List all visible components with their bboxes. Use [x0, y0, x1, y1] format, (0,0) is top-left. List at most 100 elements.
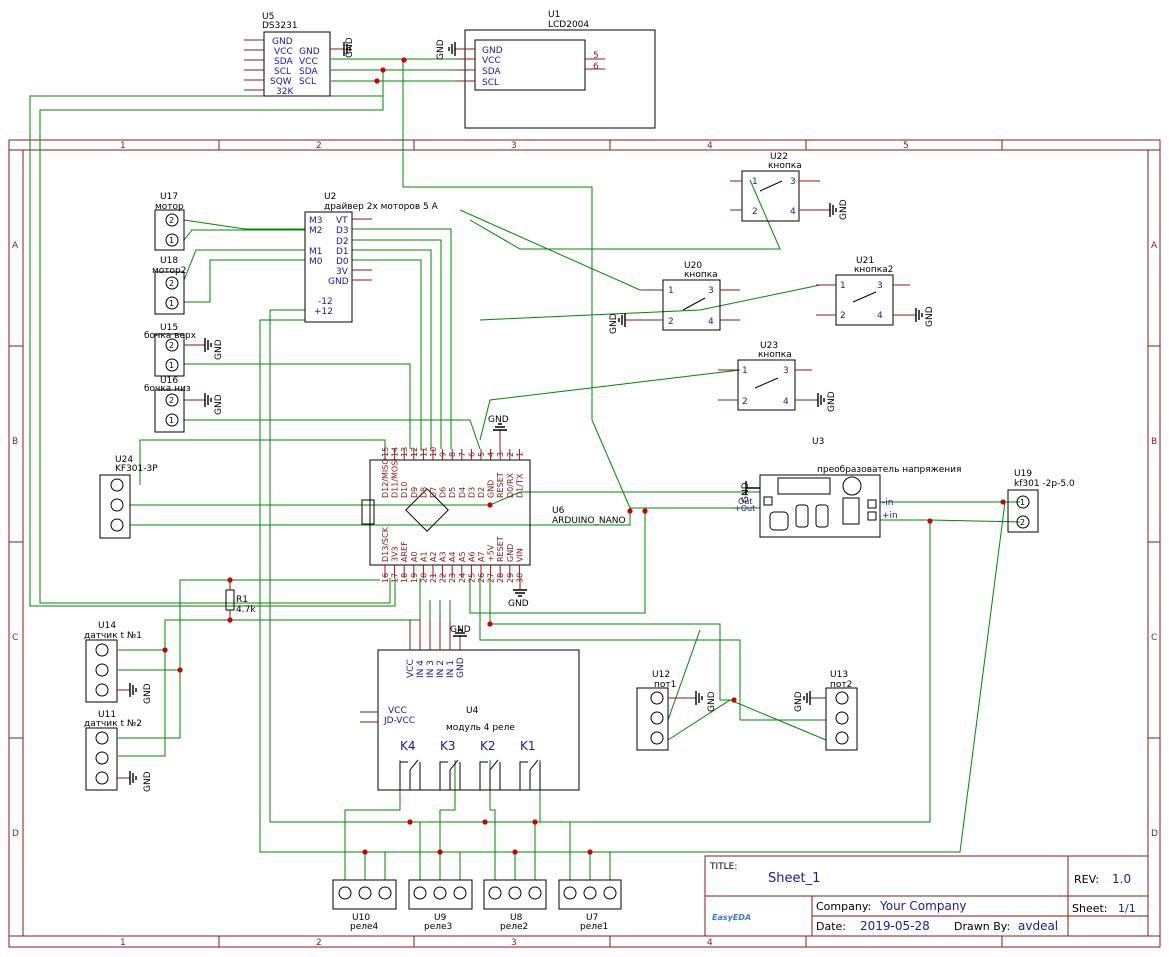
u18-name: мотор2	[152, 266, 186, 276]
company-value: Your Company	[879, 899, 967, 913]
u5-pin-scl-l: SCL	[274, 67, 291, 77]
u4-name: модуль 4 реле	[446, 723, 515, 733]
drawn-by-label: Drawn By:	[954, 920, 1010, 933]
u6-bottom-pin-label: RESET	[496, 536, 505, 562]
u6-bottom-pin-num: 21	[429, 573, 438, 583]
component-u19[interactable]: 1 2 U19 kf301 -2p-5.0	[1007, 469, 1075, 533]
u1-pin-5: 5	[593, 51, 599, 61]
u2-pin-m0: M0	[309, 257, 323, 267]
u16-name: бочка низ	[144, 384, 191, 394]
u21-ref: U21	[856, 256, 874, 266]
u6-top-pin-label: D11/MOSI	[391, 458, 400, 498]
u22-pin-1: 1	[752, 177, 758, 187]
date-label: Date:	[816, 920, 846, 933]
component-u7[interactable]: U7 реле1	[558, 879, 622, 932]
u6-bottom-pin-label: A1	[419, 551, 428, 562]
u12-ref: U12	[652, 670, 670, 680]
u1-name: LCD2004	[548, 20, 589, 30]
component-u4[interactable]: U4 модуль 4 реле VCC IN 4 IN 3 IN 2 IN 1…	[360, 620, 580, 791]
u20-pin-4: 4	[708, 317, 714, 327]
component-u2[interactable]: U2 драйвер 2х моторов 5 А M3 M2 M1 M0 -1…	[304, 192, 439, 323]
u1-pin-gnd: GND	[482, 46, 503, 56]
gnd-symbol-u23: GND	[817, 391, 837, 412]
u6-top-pin-num: 10	[429, 447, 438, 457]
r1-ref: R1	[236, 595, 248, 605]
u13-name: пот2	[830, 680, 852, 690]
gnd-symbol-u20: GND	[609, 313, 626, 334]
u6-bottom-pin-num: 18	[400, 573, 409, 583]
u22-pin-4: 4	[790, 207, 796, 217]
sheet-label: Sheet:	[1072, 902, 1108, 915]
u6-bottom-pin-label: A7	[477, 551, 486, 562]
u12-name: пот1	[654, 680, 676, 690]
component-u1[interactable]: U1 LCD2004 GND VCC SDA SCL 5 6	[455, 10, 656, 129]
component-u10[interactable]: U10 реле4	[332, 879, 397, 932]
component-u21[interactable]: 1 2 3 4 U21 кнопка2	[816, 256, 916, 326]
component-u24[interactable]: U24 KF301-3P	[99, 455, 158, 539]
u6-name: ARDUINO_NANO	[552, 516, 626, 526]
company-label: Company:	[816, 900, 871, 913]
gnd-symbol-u5: GND	[343, 37, 355, 58]
gnd-symbol-u1: GND	[436, 39, 456, 60]
gnd-symbol-u15: GND	[184, 338, 224, 360]
component-u8[interactable]: U8 реле2	[483, 879, 547, 932]
rev-label: REV:	[1074, 873, 1099, 886]
component-u13[interactable]: U13 пот2	[825, 670, 858, 751]
component-u11[interactable]: U11 датчик t №2	[84, 710, 142, 791]
u7-ref: U7	[586, 913, 598, 923]
u14-name: датчик t №1	[84, 631, 142, 641]
u2-pin-m1: M1	[309, 247, 323, 257]
u15-name: бочка верх	[144, 331, 197, 341]
component-u20[interactable]: 1 2 3 4 U20 кнопка	[625, 261, 740, 331]
component-u5[interactable]: U5 DS3231 GND VCC SDA SCL SQW 32K GND VC…	[244, 12, 344, 97]
u6-top-pin-label: D9	[410, 487, 419, 498]
u6-bottom-pin-num: 23	[448, 573, 457, 583]
component-u14[interactable]: U14 датчик t №1	[84, 621, 142, 703]
u4-pin-in2: IN 2	[436, 660, 446, 678]
u1-pin-scl: SCL	[482, 78, 499, 88]
date-value: 2019-05-28	[860, 919, 930, 933]
gnd-label: GND	[707, 691, 717, 712]
u5-name: DS3231	[262, 21, 298, 31]
u23-name: кнопка	[758, 350, 792, 360]
u6-top-pin-num: 4	[487, 452, 496, 457]
component-u22[interactable]: 1 2 3 4 U22 кнопка	[730, 152, 830, 222]
gnd-label: GND	[839, 199, 849, 220]
component-u3[interactable]: U3 преобразователь напряжения Out +Out -…	[734, 437, 961, 538]
u1-ref: U1	[548, 10, 560, 20]
component-u18[interactable]: 2 1 U18 мотор2	[152, 256, 186, 315]
u6-top-pin-label: D6	[439, 487, 448, 498]
u15-pin-1: 1	[169, 361, 174, 370]
u6-bottom-pin-label: A4	[448, 551, 457, 562]
sheet-value: 1/1	[1118, 902, 1136, 915]
u5-pin-gnd-r: GND	[299, 47, 320, 57]
gnd-label: GND	[143, 683, 153, 704]
component-u23[interactable]: 1 2 3 4 U23 кнопка	[718, 341, 818, 411]
component-u6[interactable]: U6 ARDUINO_NANO 15D12/MISO14D11/MOSI13D1…	[361, 447, 626, 583]
component-u9[interactable]: U9 реле3	[408, 879, 473, 932]
u6-bottom-pin-label: A2	[429, 551, 438, 562]
u20-pin-3: 3	[708, 286, 714, 296]
u6-top-pin-num: 11	[419, 447, 428, 457]
u6-top-pin-num: 7	[458, 452, 467, 457]
gnd-symbol-u13: GND	[794, 691, 826, 712]
u4-pin-in1: IN 1	[446, 660, 456, 678]
u6-bottom-pin-label: AREF	[400, 541, 409, 562]
component-r1[interactable]: R1 4.7k	[225, 580, 256, 620]
u6-bottom-pin-label: A6	[467, 551, 476, 562]
u6-top-pin-num: 3	[496, 452, 505, 457]
component-u17[interactable]: 2 1 U17 мотор	[154, 192, 185, 251]
u2-pin-m3: M3	[309, 216, 323, 226]
u6-top-pin-num: 14	[391, 447, 400, 457]
u4-pin-gnd: GND	[456, 657, 466, 678]
u2-pin-gnd: GND	[328, 277, 349, 287]
u3-pin-plus-out: +Out	[734, 504, 755, 513]
gnd-label: GND	[609, 313, 619, 334]
component-u12[interactable]: U12 пот1	[636, 670, 676, 751]
u6-bottom-pin-num: 29	[506, 573, 515, 583]
component-u15[interactable]: 2 1 U15 бочка верх	[144, 323, 197, 377]
rev-value: 1.0	[1112, 872, 1131, 886]
component-u16[interactable]: 2 1 U16 бочка низ	[144, 376, 191, 433]
u10-ref: U10	[352, 913, 370, 923]
u23-pin-3: 3	[783, 366, 789, 376]
